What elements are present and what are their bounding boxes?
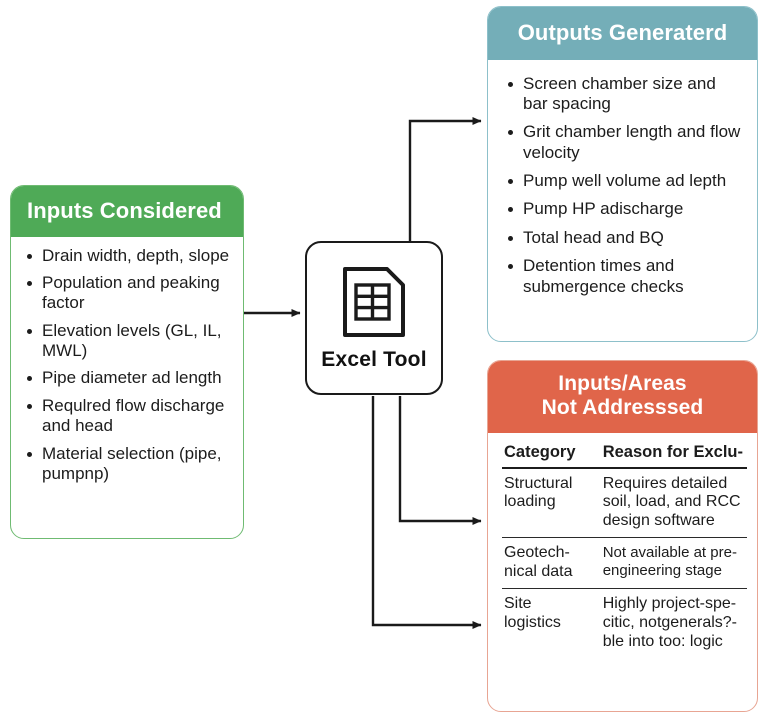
list-item: Requlred flow discharge and head [25, 396, 233, 437]
cell-reason: Not available at pre-engineering stage [600, 537, 747, 590]
excel-tool-label: Excel Tool [321, 347, 427, 371]
outputs-generated-list: Screen chamber size and bar spacing Grit… [506, 74, 745, 298]
column-header-category: Category [502, 442, 601, 469]
inputs-considered-header: Inputs Considered [11, 186, 243, 237]
list-item: Grit chamber length and flow velocity [506, 122, 745, 163]
outputs-generated-header: Outputs Generaterd [488, 7, 757, 60]
inputs-considered-list: Drain width, depth, slope Population and… [25, 246, 233, 485]
outputs-generated-card: Outputs Generaterd Screen chamber size a… [487, 6, 758, 342]
not-addressed-header: Inputs/Areas Not Addresssed [488, 361, 757, 433]
list-item: Screen chamber size and bar spacing [506, 74, 745, 115]
arrow-tool-to-outputs [408, 117, 482, 241]
cell-category: Structural loading [502, 467, 601, 539]
arrow-tool-to-structural-loading [398, 396, 482, 525]
inputs-considered-card: Inputs Considered Drain width, depth, sl… [10, 185, 244, 539]
arrow-tool-to-site-logistics [371, 396, 482, 629]
not-addressed-header-line1: Inputs/Areas [558, 372, 687, 395]
spreadsheet-icon [341, 265, 407, 344]
list-item: Drain width, depth, slope [25, 246, 233, 266]
excel-tool-node[interactable]: Excel Tool [305, 241, 443, 395]
list-item: Pump well volume ad lepth [506, 171, 745, 191]
list-item: Material selection (pipe, pumpnp) [25, 444, 233, 485]
exclusion-table: Category Reason for Exclu- Structural lo… [502, 442, 747, 658]
outputs-generated-body: Screen chamber size and bar spacing Grit… [488, 60, 757, 316]
table-row: Structural loading Requires detailed soi… [502, 467, 747, 539]
cell-category: Geotech- nical data [502, 537, 601, 590]
list-item: Total head and BQ [506, 228, 745, 248]
table-header-row: Category Reason for Exclu- [502, 442, 747, 469]
list-item: Detention times and submergence checks [506, 256, 745, 297]
inputs-considered-body: Drain width, depth, slope Population and… [11, 237, 243, 493]
column-header-reason: Reason for Exclu- [600, 442, 747, 469]
cell-reason: Requires detailed soil, load, and RCC de… [600, 467, 747, 539]
cell-category: Site logistics [504, 595, 561, 631]
not-addressed-card: Inputs/Areas Not Addresssed Category Rea… [487, 360, 758, 712]
list-item: Elevation levels (GL, IL, MWL) [25, 321, 233, 362]
not-addressed-body: Category Reason for Exclu- Structural lo… [488, 433, 757, 666]
not-addressed-header-line2: Not Addresssed [541, 396, 704, 420]
cell-reason: Highly project-spe- citic, notgenerals?-… [602, 595, 737, 650]
list-item: Pipe diameter ad length [25, 368, 233, 388]
list-item: Pump HP adischarge [506, 199, 745, 219]
list-item: Population and peaking factor [25, 273, 233, 314]
table-row: Site logistics Highly project-spe- citic… [502, 589, 747, 658]
table-row: Geotech- nical data Not available at pre… [502, 537, 747, 590]
